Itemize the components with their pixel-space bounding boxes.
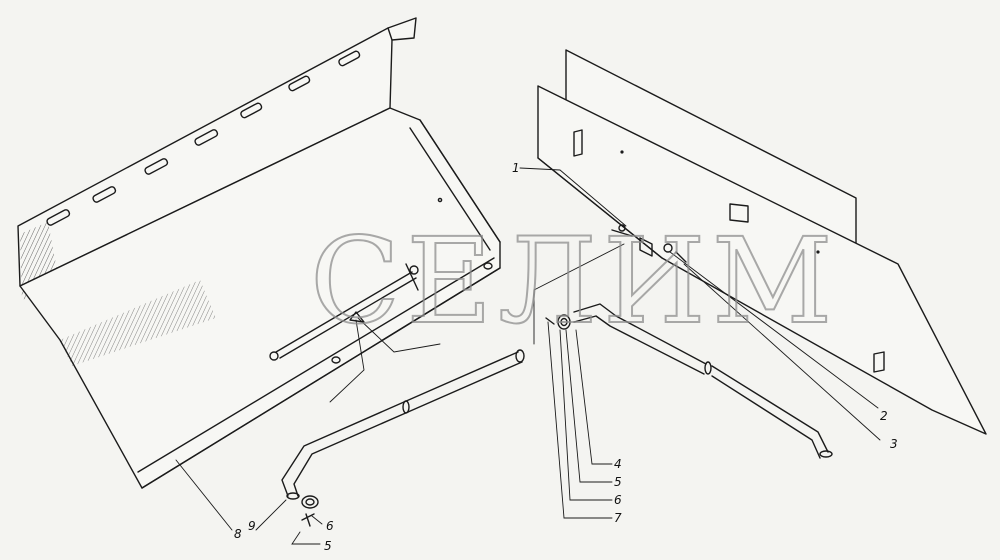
left-washer	[301, 495, 319, 509]
right-tube	[573, 303, 833, 459]
callout-8: 8	[234, 527, 242, 541]
callout-5-right: 5	[614, 475, 622, 489]
callout-6-left: 6	[326, 519, 334, 533]
left-pin	[301, 513, 315, 527]
callout-9: 9	[248, 519, 256, 533]
callout-3: 3	[890, 437, 898, 451]
callout-labels: 8 9 6 5 1 2 3 4 5 6 7	[234, 161, 898, 553]
callout-7: 7	[614, 511, 622, 525]
callout-5-left: 5	[324, 539, 332, 553]
callout-1: 1	[512, 161, 520, 175]
right-panel-assembly	[519, 49, 987, 519]
callout-6-right: 6	[614, 493, 622, 507]
left-rod	[269, 263, 419, 361]
flange-slots	[46, 50, 361, 226]
watermark: СЕЛИМ	[310, 212, 839, 350]
callout-2: 2	[880, 409, 888, 423]
left-tube	[281, 349, 525, 500]
left-panel-assembly	[17, 17, 525, 545]
callout-4: 4	[614, 457, 622, 471]
